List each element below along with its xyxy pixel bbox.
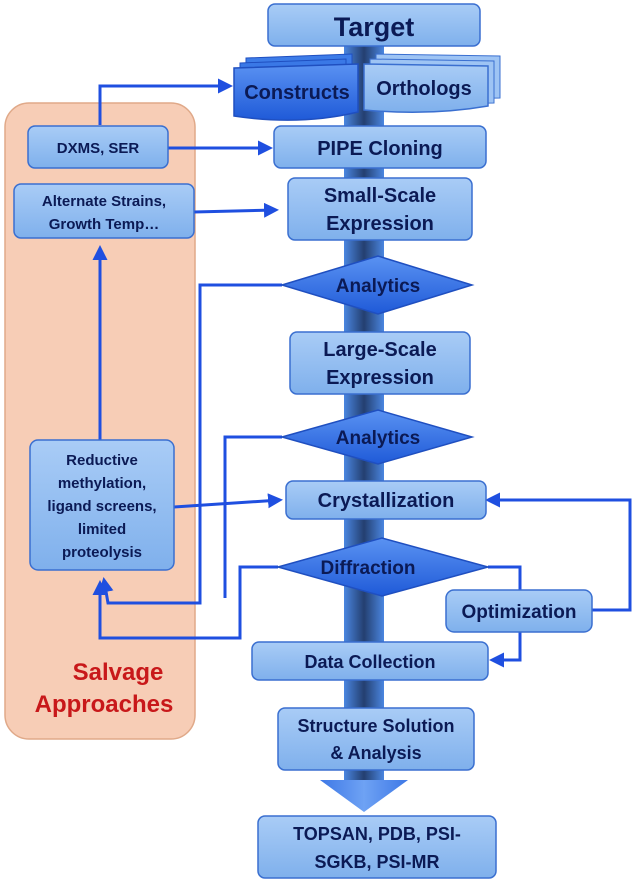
reductive-line3: ligand screens,	[47, 498, 156, 515]
strains-line2: Growth Temp…	[49, 216, 160, 233]
analytics-2-label: Analytics	[336, 428, 420, 449]
strains-box	[13, 183, 195, 239]
diffraction-diamond	[275, 537, 491, 597]
pipeline-down-arrow	[320, 780, 408, 812]
structure-line1: Structure Solution	[298, 716, 455, 736]
strains-line1: Alternate Strains,	[42, 193, 166, 210]
reductive-line2: methylation,	[58, 475, 146, 492]
crystallization-box	[285, 480, 487, 520]
large-scale-box	[289, 331, 471, 395]
salvage-title-line2: Approaches	[35, 691, 174, 718]
optimization-label: Optimization	[461, 602, 576, 623]
target-label: Target	[334, 12, 415, 42]
analytics-1-diamond	[279, 255, 475, 315]
analytics-2-diamond	[279, 409, 475, 465]
constructs-label: Constructs	[244, 82, 350, 104]
orthologs-label: Orthologs	[376, 78, 472, 100]
dxms-box	[27, 125, 169, 169]
optimization-to-crystallization	[485, 492, 632, 612]
reductive-line4: limited	[78, 521, 126, 538]
output-box	[257, 815, 497, 879]
dxms-label: DXMS, SER	[57, 140, 140, 157]
structure-line2: & Analysis	[330, 743, 421, 763]
analytics2-loop	[223, 435, 282, 598]
large-scale-line1: Large-Scale	[323, 339, 436, 361]
reductive-line1: Reductive	[66, 452, 138, 469]
output-line1: TOPSAN, PDB, PSI-	[293, 824, 461, 844]
small-scale-line2: Expression	[326, 213, 434, 235]
structure-solution-box	[277, 707, 475, 771]
data-collection-box	[251, 641, 489, 681]
large-scale-line2: Expression	[326, 367, 434, 389]
dxms-to-constructs-arrow	[98, 78, 233, 125]
pipe-cloning-box	[273, 125, 487, 169]
target-box	[267, 3, 481, 47]
salvage-title-line1: Salvage	[73, 659, 164, 686]
output-line2: SGKB, PSI-MR	[314, 852, 439, 872]
data-collection-label: Data Collection	[304, 652, 435, 672]
pipe-cloning-label: PIPE Cloning	[317, 138, 443, 160]
small-scale-box	[287, 177, 473, 241]
constructs-stack	[233, 53, 359, 121]
orthologs-stack	[363, 53, 501, 113]
crystallization-label: Crystallization	[318, 490, 455, 512]
diffraction-label: Diffraction	[321, 558, 416, 579]
reductive-line5: proteolysis	[62, 544, 142, 561]
reductive-box	[29, 439, 175, 571]
strains-to-smallscale-arrow	[193, 202, 279, 218]
diffraction-loop	[92, 565, 278, 640]
small-scale-line1: Small-Scale	[324, 185, 436, 207]
reductive-to-crystallization-arrow	[173, 493, 283, 509]
optimization-box	[445, 589, 593, 633]
analytics-1-label: Analytics	[336, 276, 420, 297]
analytics1-loop	[98, 283, 282, 605]
